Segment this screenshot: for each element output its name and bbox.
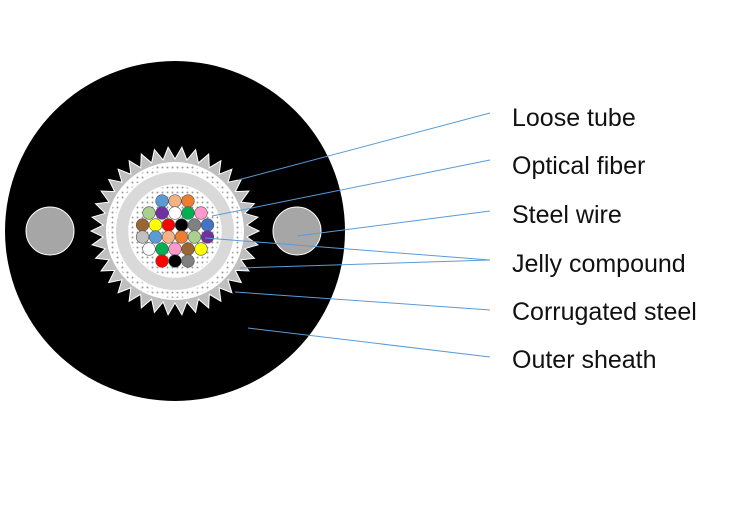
label-loose-tube: Loose tube	[512, 104, 636, 132]
optical-fiber	[135, 218, 150, 232]
label-outer-sheath: Outer sheath	[512, 346, 657, 374]
optical-fiber	[181, 194, 195, 208]
optical-fiber	[187, 218, 202, 232]
optical-fiber	[148, 230, 163, 244]
label-jelly-compound: Jelly compound	[512, 250, 686, 278]
leader-line-steel-wire	[296, 210, 491, 237]
label-corrugated-steel: Corrugated steel	[512, 298, 697, 326]
optical-fiber	[155, 206, 169, 220]
optical-fiber	[194, 206, 208, 220]
leader-line-optical-fiber	[211, 159, 491, 217]
optical-fiber	[161, 218, 176, 232]
optical-fiber	[168, 242, 182, 256]
optical-fiber	[168, 194, 182, 208]
optical-fiber	[181, 242, 195, 256]
optical-fiber	[174, 230, 189, 244]
optical-fibers	[135, 194, 215, 268]
label-optical-fiber: Optical fiber	[512, 152, 646, 180]
optical-fiber	[135, 230, 150, 244]
optical-fiber	[200, 218, 215, 232]
optical-fiber	[142, 206, 156, 220]
leader-line-loose-tube	[237, 112, 491, 181]
leader-line-outer-sheath	[247, 327, 491, 358]
optical-fiber	[174, 218, 189, 232]
optical-fiber	[168, 254, 182, 268]
optical-fiber	[155, 254, 169, 268]
optical-fiber	[200, 230, 215, 244]
label-steel-wire: Steel wire	[512, 201, 622, 229]
optical-fiber	[155, 242, 169, 256]
optical-fiber	[148, 218, 163, 232]
leader-line-jelly-compound-1	[204, 237, 491, 261]
optical-fiber	[161, 230, 176, 244]
optical-fiber	[181, 206, 195, 220]
optical-fiber	[181, 254, 195, 268]
leader-line-corrugated-steel	[234, 291, 491, 311]
steel-wire-left	[25, 206, 75, 256]
optical-fiber	[194, 242, 208, 256]
optical-fiber	[168, 206, 182, 220]
steel-wire-right	[272, 206, 322, 256]
optical-fiber	[155, 194, 169, 208]
optical-fiber	[187, 230, 202, 244]
leader-line-jelly-compound-2	[239, 259, 491, 269]
optical-fiber	[142, 242, 156, 256]
